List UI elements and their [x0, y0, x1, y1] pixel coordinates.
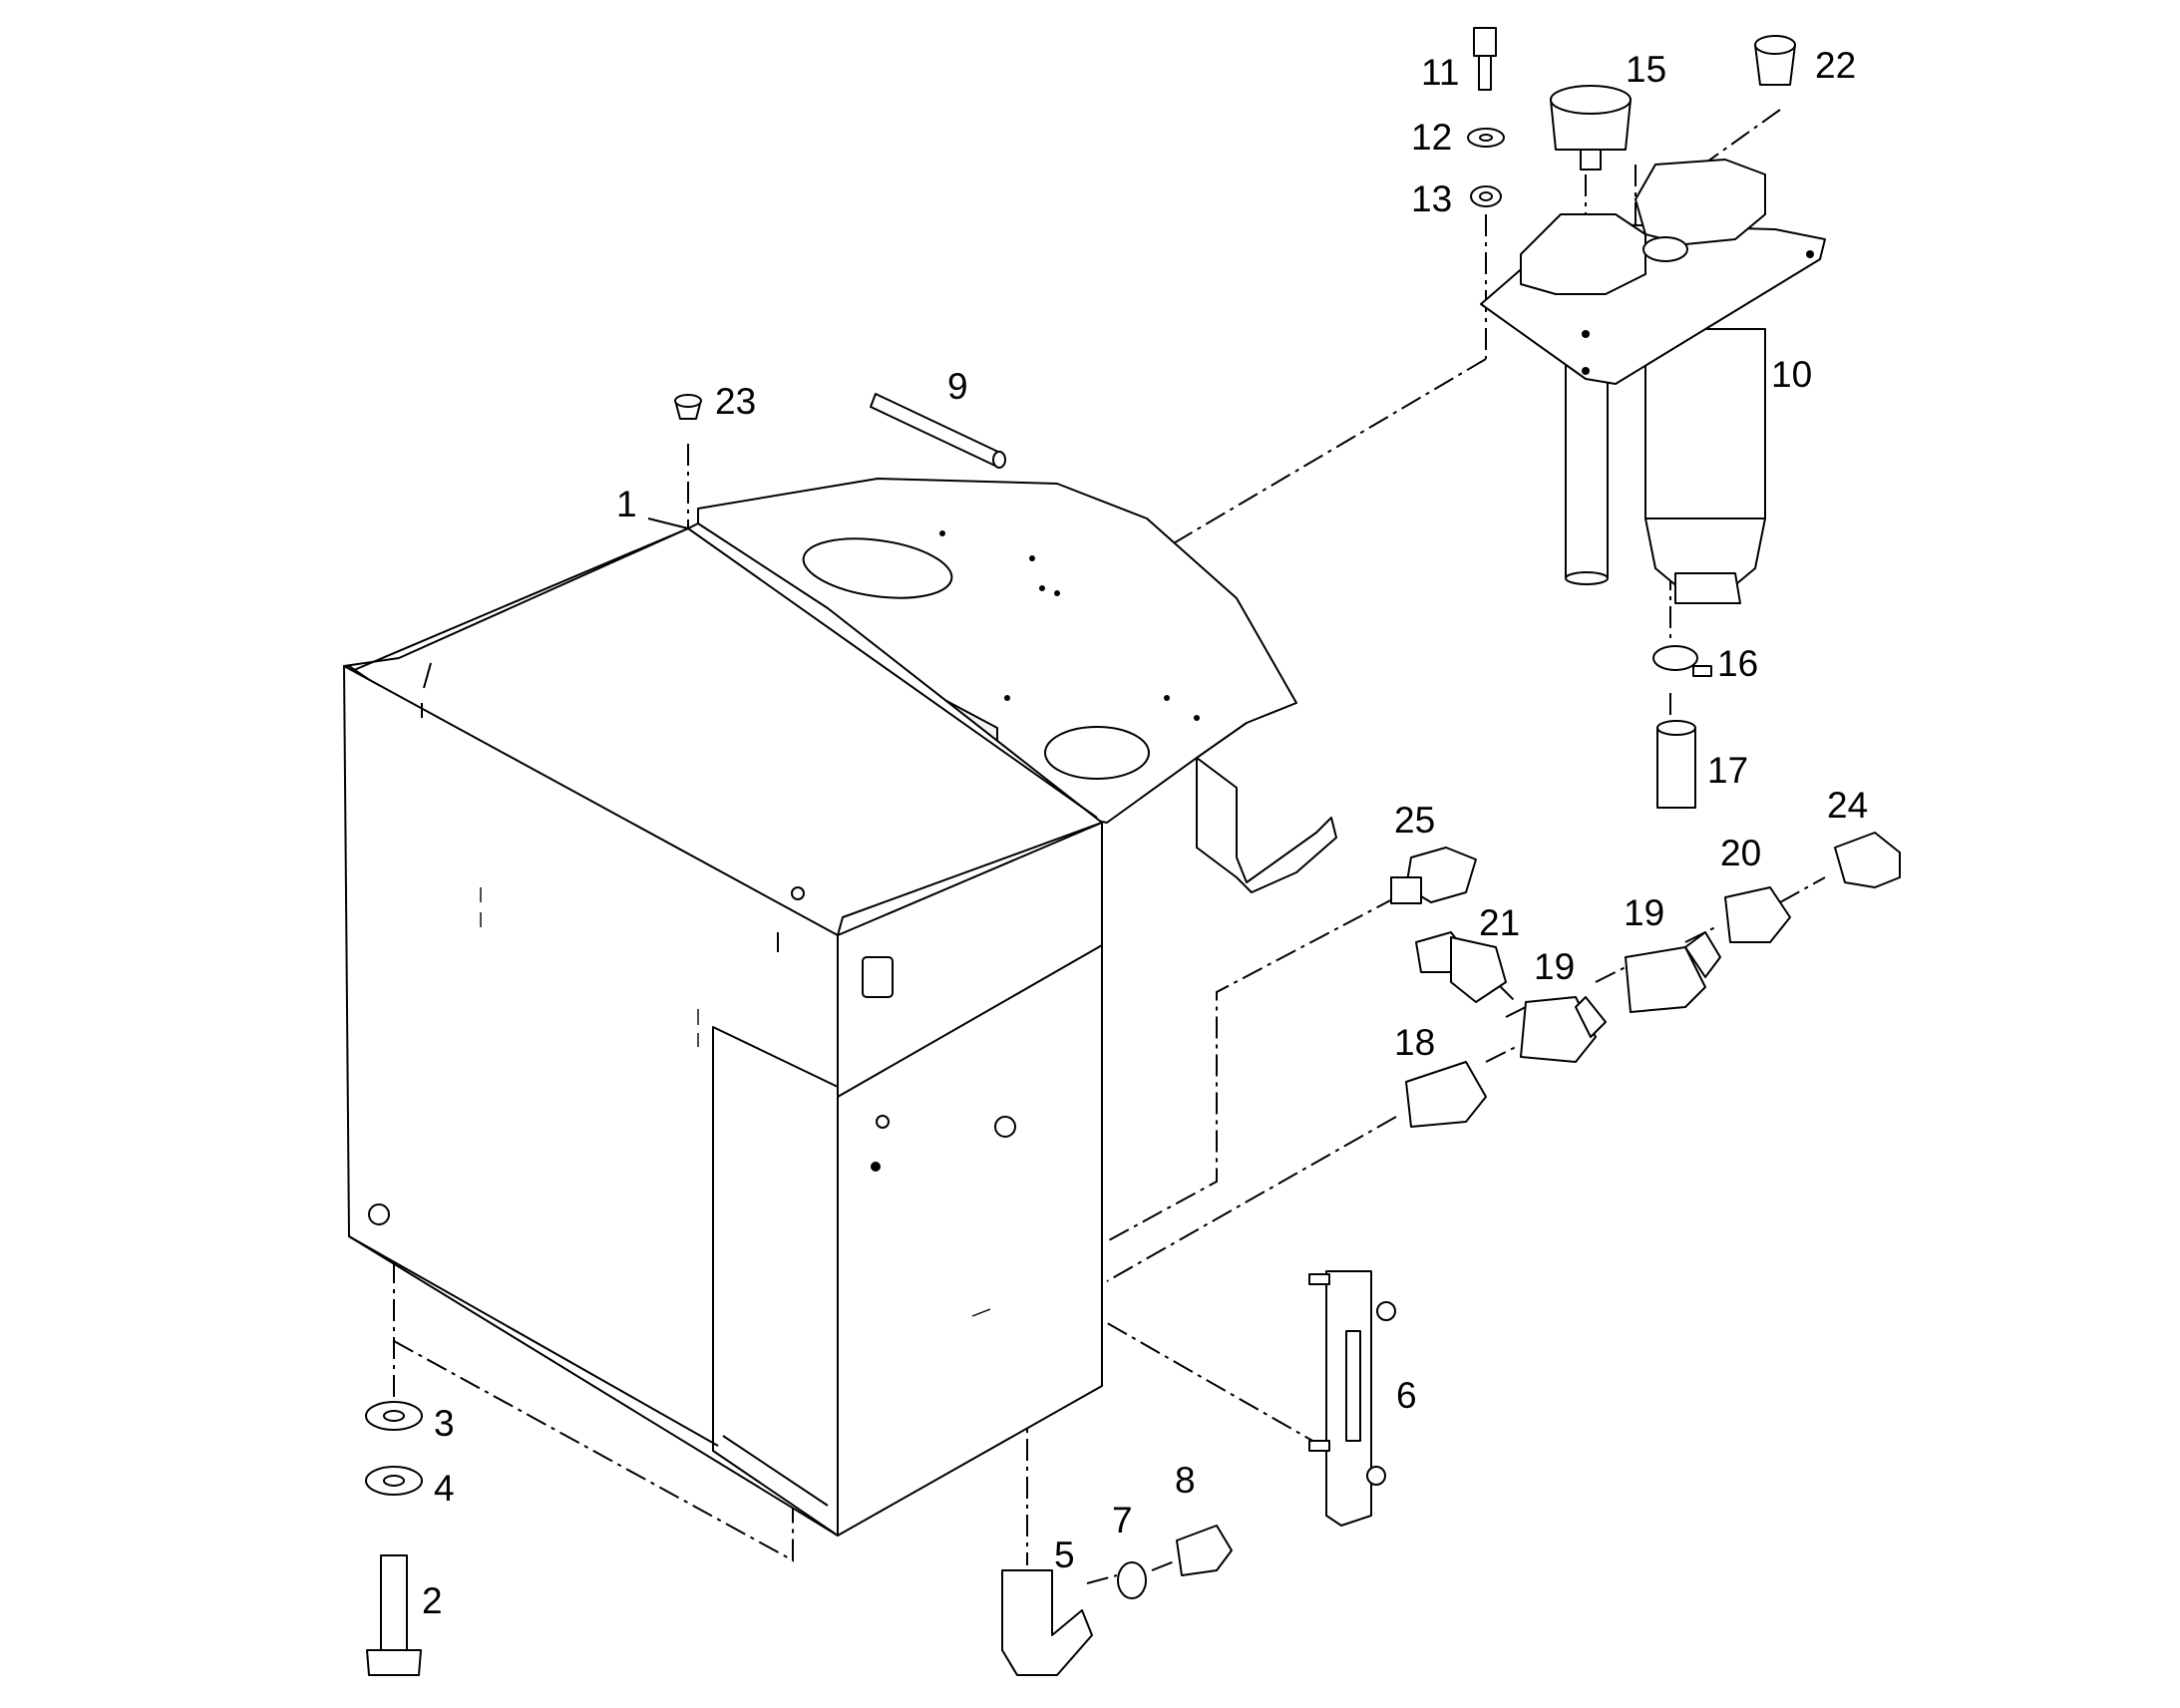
- callout-7: 7: [1112, 1500, 1133, 1540]
- callout-25: 25: [1394, 800, 1435, 841]
- callout-8: 8: [1175, 1460, 1196, 1501]
- cap-plug-part-22: [1754, 35, 1796, 86]
- callout-labels: 1 2 3 4 5 6 7 8 9 10 11 12 13 15 16 17 1…: [422, 45, 1868, 1621]
- callout-12: 12: [1411, 117, 1452, 158]
- callout-24: 24: [1827, 785, 1868, 826]
- callout-21: 21: [1479, 902, 1520, 943]
- plug-part-23: [674, 394, 702, 420]
- callout-23: 23: [715, 381, 756, 422]
- callout-3: 3: [434, 1403, 455, 1444]
- fitting-part-20: [1724, 886, 1791, 943]
- callout-1: 1: [616, 484, 637, 524]
- tee-part-19a: [1520, 996, 1607, 1063]
- washer-part-12: [1467, 128, 1505, 148]
- assembly-leader-lines: [393, 109, 1826, 1584]
- tee-part-19b: [1625, 931, 1721, 1013]
- callout-leaders: [647, 517, 689, 529]
- callout-5: 5: [1054, 1535, 1075, 1575]
- callout-15: 15: [1626, 49, 1666, 90]
- pin-part-9: [870, 393, 1006, 469]
- tank-housing: [343, 478, 1337, 1537]
- ring-part-7: [1117, 1561, 1147, 1599]
- washer-part-4: [365, 1466, 423, 1496]
- washer-part-13: [1470, 185, 1502, 207]
- callout-20: 20: [1720, 833, 1761, 873]
- washer-part-3: [365, 1401, 423, 1431]
- fitting-part-8: [1176, 1525, 1233, 1576]
- fitting-part-18: [1405, 1061, 1487, 1128]
- callout-11: 11: [1421, 52, 1459, 93]
- callout-4: 4: [434, 1468, 455, 1509]
- bolt-part-11: [1473, 27, 1497, 91]
- clamp-part-16: [1652, 645, 1712, 677]
- callout-6: 6: [1396, 1375, 1417, 1416]
- sight-glass-part-6: [1308, 1270, 1396, 1527]
- knob-part-15: [1550, 85, 1632, 171]
- callout-9: 9: [947, 366, 968, 407]
- elbow-part-24: [1834, 832, 1901, 888]
- fitting-part-21: [1415, 931, 1507, 1003]
- bolt-part-2: [366, 1554, 422, 1676]
- callout-2: 2: [422, 1580, 443, 1621]
- callout-19a: 19: [1534, 946, 1575, 987]
- callout-10: 10: [1771, 354, 1812, 395]
- callout-13: 13: [1411, 178, 1452, 219]
- callout-16: 16: [1717, 643, 1758, 684]
- callout-17: 17: [1707, 750, 1748, 791]
- hose-part-17: [1656, 720, 1696, 809]
- callout-19b: 19: [1624, 892, 1664, 933]
- fitting-part-25: [1390, 847, 1477, 904]
- elbow-part-5: [1001, 1569, 1093, 1676]
- filter-unit-part-10: [1480, 159, 1826, 604]
- callout-18: 18: [1394, 1022, 1435, 1063]
- callout-22: 22: [1815, 45, 1856, 86]
